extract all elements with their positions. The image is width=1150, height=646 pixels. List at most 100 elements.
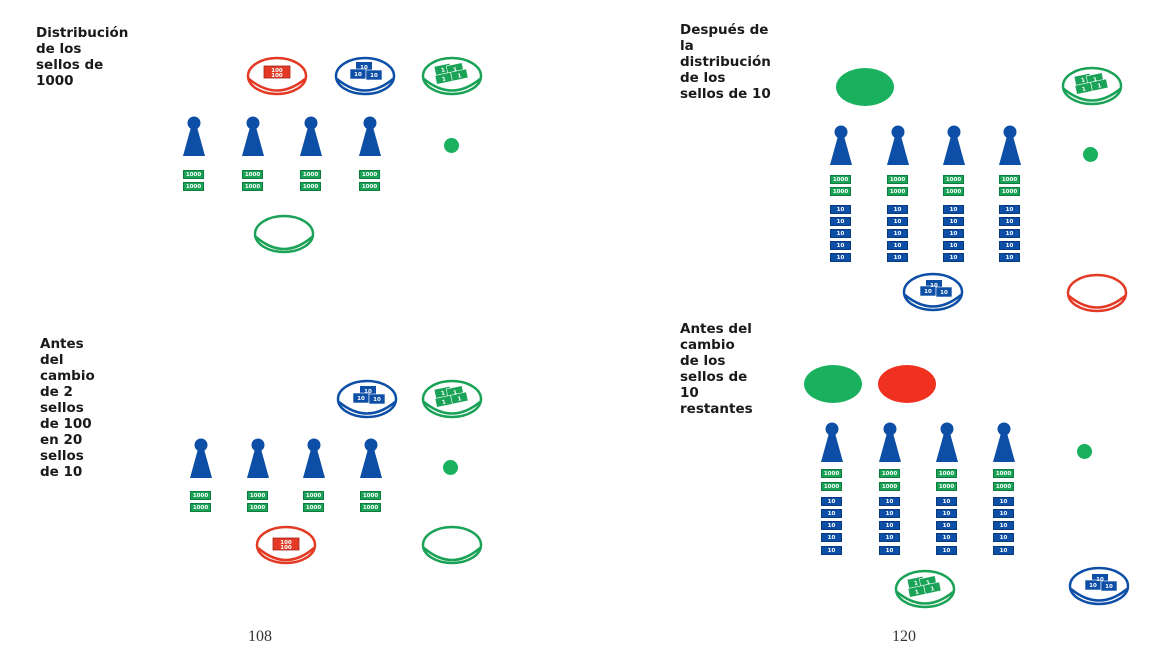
stamp-10: 10	[943, 241, 964, 250]
dot-icon	[443, 460, 458, 475]
stamp-1000: 1000	[943, 187, 964, 196]
stamp-1000: 1000	[879, 482, 900, 491]
green-plate: 1 1 1 1	[421, 56, 483, 96]
pawn-icon	[998, 125, 1022, 165]
stamp-10: 10	[821, 497, 842, 506]
stamp-1000: 1000	[936, 469, 957, 478]
svg-text:10: 10	[940, 290, 948, 296]
stamp-10: 10	[887, 253, 908, 262]
stamp-10: 10	[936, 497, 957, 506]
blue-plate: 10 10 10	[902, 272, 964, 312]
stamp-1000: 1000	[999, 175, 1020, 184]
stamp-1000: 1000	[936, 482, 957, 491]
stamp-10: 10	[999, 205, 1020, 214]
pawn-icon	[942, 125, 966, 165]
stamp-1000: 1000	[183, 182, 204, 191]
stamp-10: 10	[993, 533, 1014, 542]
pawn-icon	[302, 438, 326, 478]
stamp-10: 10	[993, 546, 1014, 555]
pawn-icon	[886, 125, 910, 165]
pawn-icon	[878, 422, 902, 462]
stamp-10: 10	[821, 521, 842, 530]
stamp-1000: 1000	[943, 175, 964, 184]
pawn-icon	[992, 422, 1016, 462]
stamp-10: 10	[943, 229, 964, 238]
svg-text:1: 1	[915, 589, 920, 596]
stamp-10: 10	[943, 217, 964, 226]
svg-text:1: 1	[1097, 83, 1102, 90]
stamp-1000: 1000	[300, 182, 321, 191]
stamp-1000: 1000	[247, 503, 268, 512]
svg-text:1: 1	[441, 390, 446, 397]
stamp-10: 10	[936, 533, 957, 542]
stamp-10: 10	[879, 546, 900, 555]
stamp-1000: 1000	[300, 170, 321, 179]
stamp-10: 10	[879, 509, 900, 518]
stamp-1000: 1000	[303, 491, 324, 500]
dot-icon	[444, 138, 459, 153]
page-number-right: 120	[892, 628, 916, 645]
stamp-1000: 1000	[183, 170, 204, 179]
pawn-icon	[359, 438, 383, 478]
svg-text:1: 1	[442, 399, 447, 406]
stamp-1000: 1000	[359, 182, 380, 191]
stamp-1000: 1000	[360, 503, 381, 512]
stamp-10: 10	[936, 509, 957, 518]
stamp-1000: 1000	[821, 469, 842, 478]
stamp-10: 10	[999, 241, 1020, 250]
pawn-icon	[246, 438, 270, 478]
svg-text:100: 100	[280, 545, 292, 551]
stamp-1000: 1000	[993, 482, 1014, 491]
green-disc	[804, 365, 862, 403]
stamp-10: 10	[821, 533, 842, 542]
stamp-10: 10	[887, 217, 908, 226]
svg-text:10: 10	[930, 283, 938, 289]
svg-text:10: 10	[1096, 577, 1104, 583]
stamp-10: 10	[999, 229, 1020, 238]
svg-text:1: 1	[453, 67, 458, 74]
stamp-1000: 1000	[999, 187, 1020, 196]
dot-icon	[1083, 147, 1098, 162]
panel-title: Distribución de los sellos de 1000	[36, 25, 129, 89]
stamp-1000: 1000	[247, 491, 268, 500]
stamp-10: 10	[879, 521, 900, 530]
svg-text:10: 10	[373, 397, 381, 403]
red-disc	[878, 365, 936, 403]
stamp-label: 10	[354, 72, 362, 78]
svg-text:1: 1	[442, 76, 447, 83]
green-plate: 1 1 1 1	[1061, 66, 1123, 106]
svg-text:1: 1	[1082, 86, 1087, 93]
stamp-10: 10	[993, 497, 1014, 506]
pawn-icon	[820, 422, 844, 462]
stamp-10: 10	[936, 546, 957, 555]
empty-red-plate	[1066, 273, 1128, 313]
svg-text:1: 1	[1093, 77, 1098, 84]
stamp-10: 10	[999, 253, 1020, 262]
stamp-label: 10	[370, 73, 378, 79]
svg-text:1: 1	[453, 390, 458, 397]
pawn-icon	[189, 438, 213, 478]
svg-text:10: 10	[364, 389, 372, 395]
pawn-icon	[358, 116, 382, 156]
stamp-label: 10	[360, 65, 368, 71]
page-number-left: 108	[248, 628, 272, 645]
stamp-10: 10	[993, 509, 1014, 518]
stamp-10: 10	[887, 229, 908, 238]
stamp-1000: 1000	[887, 187, 908, 196]
red-plate: 100 100	[255, 525, 317, 565]
svg-text:1: 1	[457, 396, 462, 403]
green-plate: 1 1 1 1	[421, 379, 483, 419]
panel-title: Después de la distribución de los sellos…	[680, 22, 771, 102]
stamp-10: 10	[830, 229, 851, 238]
svg-text:10: 10	[357, 396, 365, 402]
stamp-1000: 1000	[887, 175, 908, 184]
svg-text:1: 1	[914, 580, 919, 587]
stamp-10: 10	[830, 241, 851, 250]
stamp-1000: 1000	[821, 482, 842, 491]
stamp-10: 10	[887, 241, 908, 250]
svg-text:1: 1	[457, 73, 462, 80]
stamp-1000: 1000	[830, 175, 851, 184]
stamp-1000: 1000	[190, 491, 211, 500]
pawn-icon	[241, 116, 265, 156]
blue-plate: 10 10 10	[336, 379, 398, 419]
